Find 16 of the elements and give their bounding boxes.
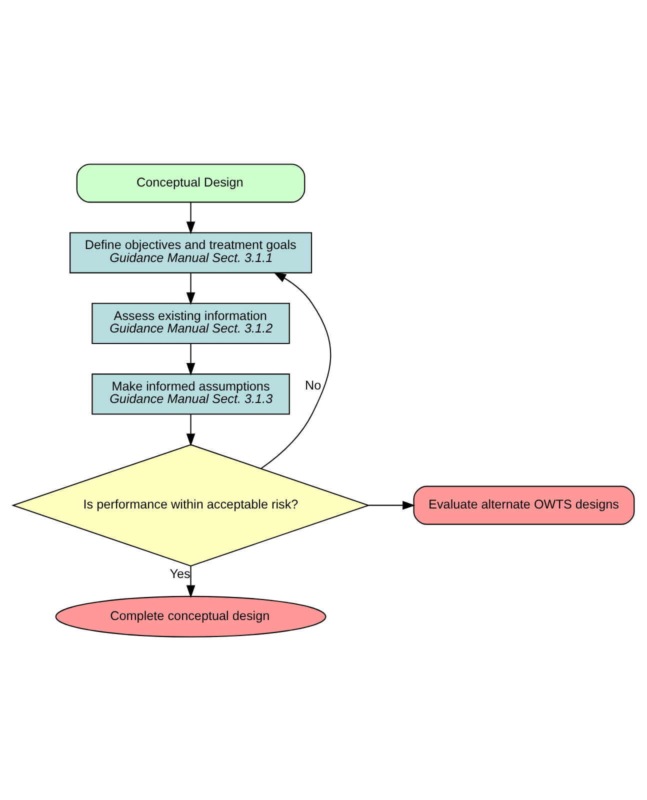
arrow bbox=[186, 566, 196, 598]
node-box: Assess existing information Guidance Manual Sect. 3.1.2 bbox=[92, 302, 290, 344]
node-ellipse: Complete conceptual design bbox=[55, 595, 326, 637]
arrow bbox=[186, 343, 196, 376]
arrow bbox=[368, 500, 416, 510]
node-box: Evaluate alternate OWTS designs bbox=[413, 485, 635, 524]
node-box: Make informed assumptions Guidance Manual Sect. 3.1.3 bbox=[92, 373, 290, 414]
arrow bbox=[260, 272, 332, 468]
edge-label: Yes bbox=[170, 566, 190, 580]
edge-label: No bbox=[305, 378, 322, 392]
node-box: Conceptual Design bbox=[76, 163, 306, 202]
arrow bbox=[186, 202, 196, 234]
arrow bbox=[186, 272, 196, 304]
node-box: Define objectives and treatment goals Guidance Manual Sect. 3.1.1 bbox=[70, 232, 312, 273]
arrow bbox=[186, 414, 196, 446]
node-diamond: Is performance within acceptable risk? bbox=[11, 444, 370, 566]
